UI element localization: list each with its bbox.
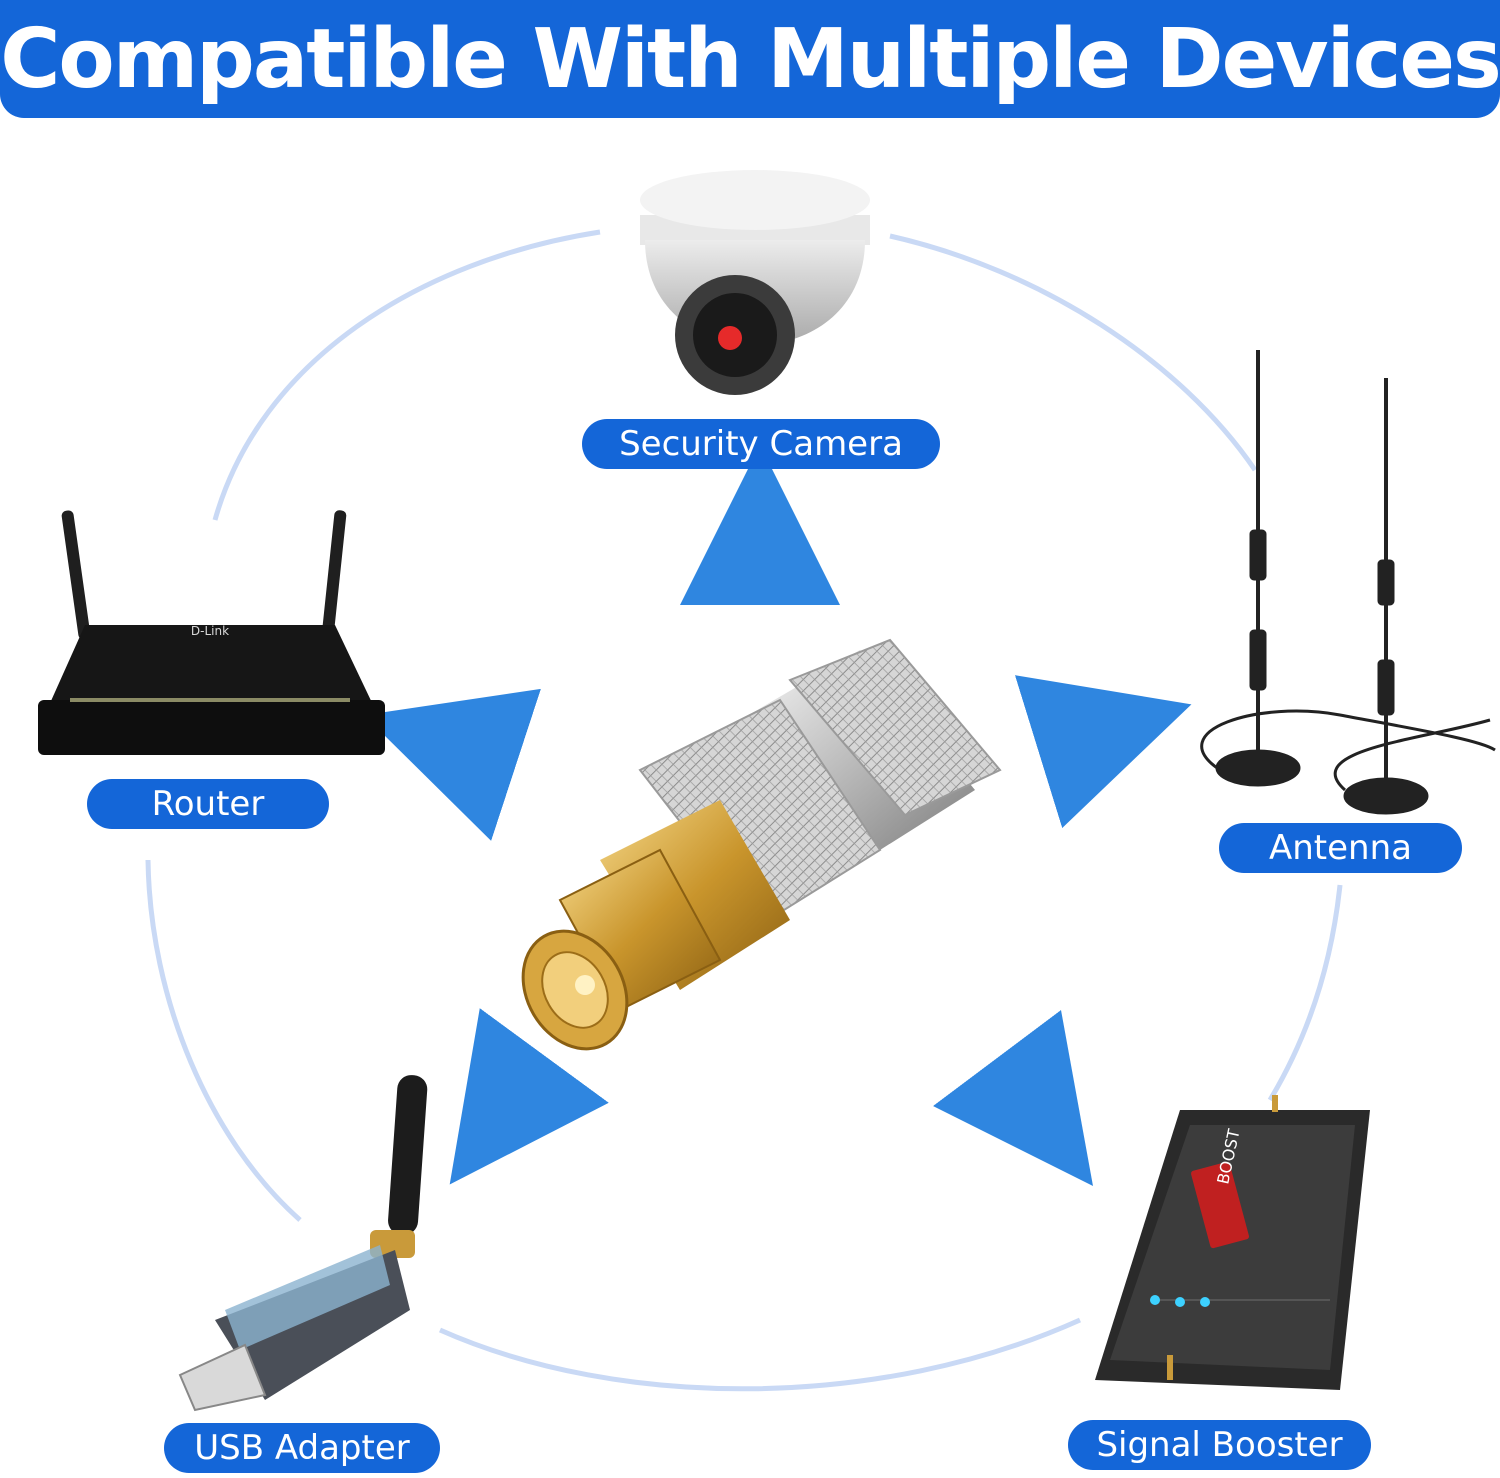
direction-arrows xyxy=(363,445,1192,1186)
usb-adapter-image xyxy=(178,1075,428,1412)
title-banner: Compatible With Multiple Devices xyxy=(0,0,1500,118)
arrow-down-right xyxy=(933,1010,1093,1186)
connector-adapter xyxy=(521,638,1002,1051)
page-title: Compatible With Multiple Devices xyxy=(0,11,1500,107)
antenna-image xyxy=(1200,350,1496,815)
arrow-left xyxy=(363,688,541,841)
label-antenna: Antenna xyxy=(1219,823,1462,873)
label-usb-adapter: USB Adapter xyxy=(164,1423,440,1473)
label-security-camera: Security Camera xyxy=(582,419,940,469)
label-signal-booster: Signal Booster xyxy=(1068,1420,1371,1470)
signal-booster-image: BOOST xyxy=(1095,1095,1370,1390)
router-image: D-Link xyxy=(38,510,385,755)
svg-text:D-Link: D-Link xyxy=(191,624,229,638)
arrow-right xyxy=(1014,675,1192,829)
connection-ring xyxy=(145,229,1343,1392)
label-router: Router xyxy=(87,779,329,829)
security-camera-image xyxy=(640,170,870,395)
arrow-down-left xyxy=(449,1008,609,1185)
